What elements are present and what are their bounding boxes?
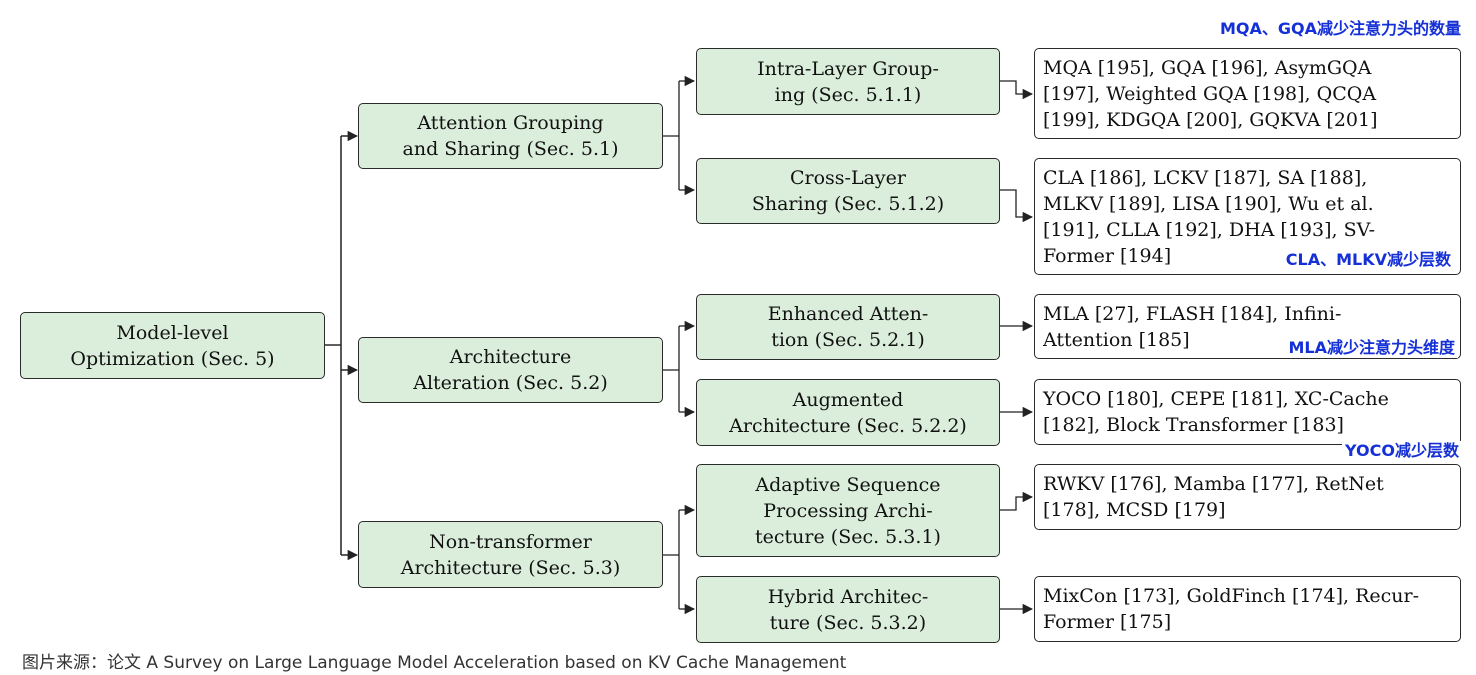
- subcategory-label: Enhanced Atten- tion (Sec. 5.2.1): [767, 303, 929, 351]
- root-node: Model-level Optimization (Sec. 5): [20, 312, 325, 379]
- refs-augmented-architecture: YOCO [180], CEPE [181], XC-Cache [182], …: [1034, 379, 1461, 445]
- arrow-cross-refs: [1000, 189, 1034, 223]
- refs-text: YOCO [180], CEPE [181], XC-Cache [182], …: [1043, 388, 1389, 436]
- subcategory-label: Intra-Layer Group- ing (Sec. 5.1.1): [757, 57, 939, 106]
- connector-alteration: [663, 326, 680, 412]
- connector-grouping: [663, 81, 680, 190]
- subcategory-label: Cross-Layer Sharing (Sec. 5.1.2): [751, 167, 945, 215]
- refs-text: MQA [195], GQA [196], AsymGQA [197], Wei…: [1043, 57, 1378, 131]
- arrow-adaptive-refs: [1000, 491, 1034, 511]
- category-architecture-alteration: Architecture Alteration (Sec. 5.2): [358, 337, 663, 403]
- refs-text: CLA [186], LCKV [187], SA [188], MLKV [1…: [1043, 167, 1376, 267]
- subcategory-augmented-architecture: Augmented Architecture (Sec. 5.2.2): [696, 379, 1000, 446]
- refs-adaptive-sequence: RWKV [176], Mamba [177], RetNet [178], M…: [1034, 464, 1461, 530]
- subcategory-label: Hybrid Architec- ture (Sec. 5.3.2): [767, 585, 929, 634]
- subcategory-label: Adaptive Sequence Processing Archi- tect…: [755, 473, 941, 548]
- category-non-transformer: Non-transformer Architecture (Sec. 5.3): [358, 521, 663, 588]
- annotation-cla: CLA、MLKV减少层数: [1282, 250, 1454, 270]
- refs-hybrid-architecture: MixCon [173], GoldFinch [174], Recur- Fo…: [1034, 576, 1461, 642]
- subcategory-cross-layer: Cross-Layer Sharing (Sec. 5.1.2): [696, 158, 1000, 224]
- category-attention-grouping: Attention Grouping and Sharing (Sec. 5.1…: [358, 103, 663, 169]
- subcategory-hybrid-architecture: Hybrid Architec- ture (Sec. 5.3.2): [696, 576, 1000, 643]
- category-label: Attention Grouping and Sharing (Sec. 5.1…: [402, 112, 619, 160]
- category-label: Architecture Alteration (Sec. 5.2): [413, 346, 608, 394]
- annotation-gqa: MQA、GQA减少注意力头的数量: [1216, 19, 1464, 39]
- refs-intra-layer: MQA [195], GQA [196], AsymGQA [197], Wei…: [1034, 48, 1461, 139]
- root-label: Model-level Optimization (Sec. 5): [70, 321, 275, 370]
- refs-text: RWKV [176], Mamba [177], RetNet [178], M…: [1043, 473, 1384, 521]
- connector-nontransformer: [663, 510, 680, 609]
- subcategory-intra-layer: Intra-Layer Group- ing (Sec. 5.1.1): [696, 48, 1000, 115]
- subcategory-label: Augmented Architecture (Sec. 5.2.2): [729, 388, 967, 437]
- annotation-yoco: YOCO减少层数: [1342, 441, 1462, 461]
- refs-text: MixCon [173], GoldFinch [174], Recur- Fo…: [1043, 585, 1420, 633]
- source-caption: 图片来源：论文 A Survey on Large Language Model…: [22, 653, 847, 673]
- arrow-intra-refs: [1000, 80, 1034, 100]
- annotation-mla: MLA减少注意力头维度: [1285, 338, 1458, 358]
- subcategory-enhanced-attention: Enhanced Atten- tion (Sec. 5.2.1): [696, 294, 1000, 360]
- category-label: Non-transformer Architecture (Sec. 5.3): [400, 530, 621, 579]
- subcategory-adaptive-sequence: Adaptive Sequence Processing Archi- tect…: [696, 464, 1000, 557]
- refs-text: MLA [27], FLASH [184], Infini- Attention…: [1043, 303, 1342, 351]
